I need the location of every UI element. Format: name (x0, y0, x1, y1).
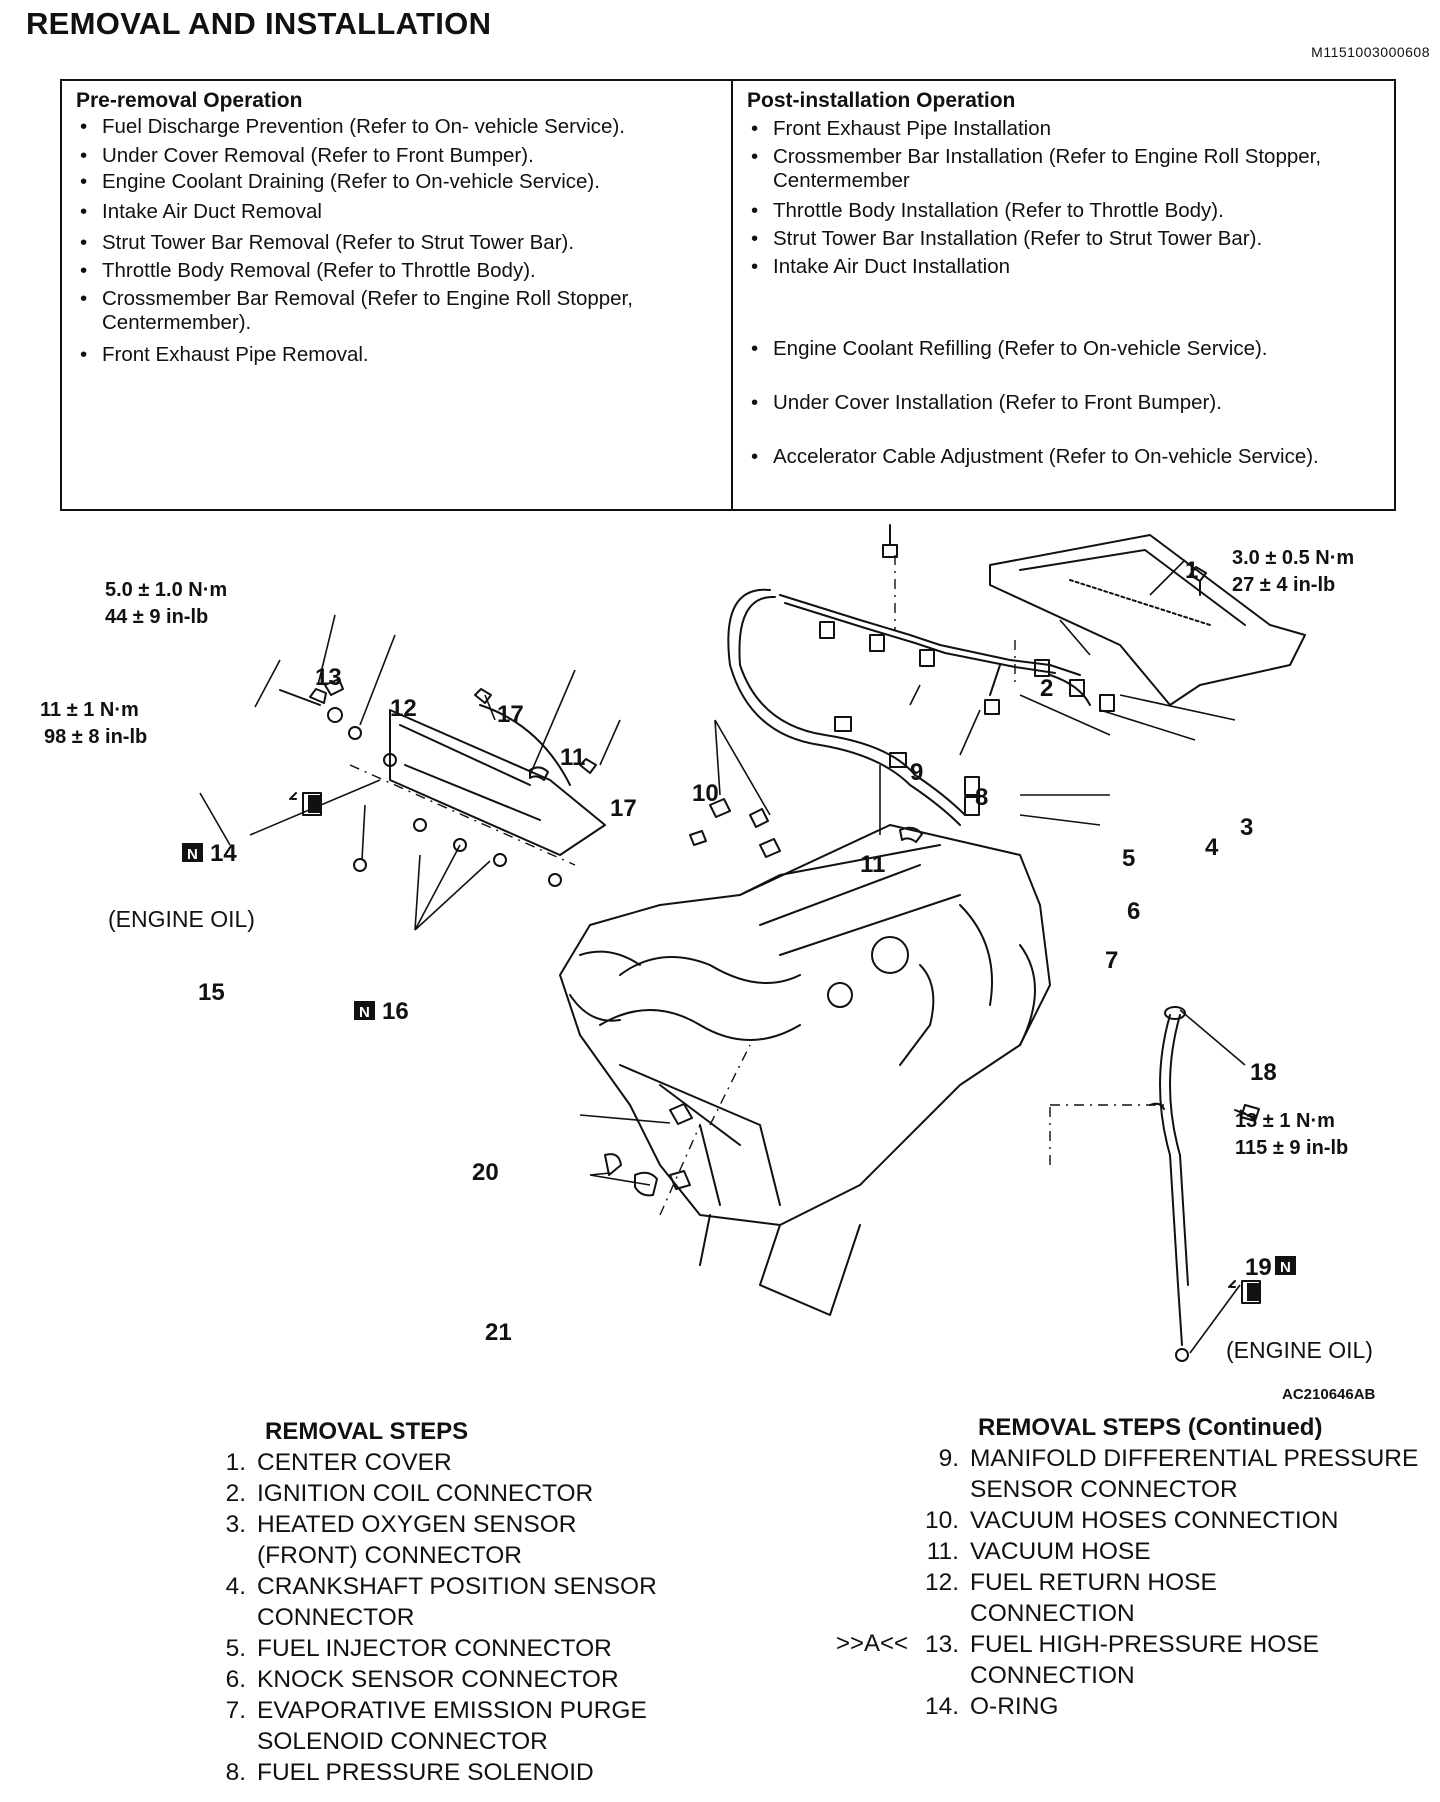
torque-spec-2-inlb: 98 ± 8 in-lb (44, 726, 147, 748)
removal-step: 8.FUEL PRESSURE SOLENOID (225, 1759, 594, 1786)
torque-spec-1-inlb: 44 ± 9 in-lb (105, 606, 208, 628)
post-installation-item: Intake Air Duct Installation (747, 255, 1384, 279)
torque-spec-2-nm: 11 ± 1 N·m (40, 699, 139, 721)
callout-17a: 17 (497, 701, 524, 728)
new-part-markers: N N N (182, 843, 1296, 1276)
removal-step: 14.O-RING (924, 1693, 1059, 1720)
callout-9: 9 (910, 759, 923, 786)
callout-14: 14 (210, 840, 237, 867)
callout-19: 19 (1245, 1254, 1272, 1281)
engine-oil-label-right: (ENGINE OIL) (1226, 1337, 1373, 1363)
post-installation-item: Accelerator Cable Adjustment (Refer to O… (747, 445, 1384, 469)
callout-8: 8 (975, 784, 988, 811)
pre-removal-heading: Pre-removal Operation (76, 89, 303, 112)
callout-labels: 1 2 3 4 5 6 7 8 9 10 11 11 12 13 14 15 1… (198, 557, 1277, 1346)
page-title: REMOVAL AND INSTALLATION (26, 6, 492, 41)
pre-removal-item: Crossmember Bar Removal (Refer to Engine… (76, 287, 721, 334)
removal-steps-heading: REMOVAL STEPS (265, 1418, 469, 1445)
removal-step: 6.KNOCK SENSOR CONNECTOR (225, 1666, 619, 1693)
torque-spec-4-inlb: 115 ± 9 in-lb (1235, 1137, 1348, 1159)
procedure-marker: >>A<< (836, 1630, 909, 1657)
pre-removal-item: Engine Coolant Draining (Refer to On-veh… (76, 170, 721, 194)
removal-step: 11.VACUUM HOSE (926, 1538, 1151, 1565)
removal-step: 12.FUEL RETURN HOSE CONNECTION (924, 1569, 1217, 1627)
removal-step: 13.FUEL HIGH-PRESSURE HOSE CONNECTION (924, 1631, 1319, 1689)
callout-10: 10 (692, 780, 719, 807)
engine-assembly (559, 824, 1051, 1316)
new-part-marker-14 (182, 843, 203, 862)
removal-steps-continued-heading: REMOVAL STEPS (Continued) (978, 1414, 1323, 1441)
torque-spec-4-nm: 13 ± 1 N·m (1235, 1110, 1335, 1132)
removal-step: 9.MANIFOLD DIFFERENTIAL PRESSURE SENSOR … (938, 1445, 1419, 1503)
callout-5: 5 (1122, 845, 1135, 872)
callout-6: 6 (1127, 898, 1140, 925)
callout-1: 1 (1185, 557, 1198, 584)
post-installation-heading: Post-installation Operation (747, 89, 1016, 112)
callout-15: 15 (198, 979, 225, 1006)
callout-11a: 11 (560, 744, 585, 771)
oil-dipstick (1149, 1006, 1260, 1362)
callout-16: 16 (382, 998, 409, 1025)
torque-spec-3-nm: 3.0 ± 0.5 N·m (1232, 547, 1354, 569)
removal-step: 3.HEATED OXYGEN SENSOR (FRONT) CONNECTOR (225, 1511, 577, 1569)
svg-text:N: N (359, 1004, 370, 1021)
callout-18: 18 (1250, 1059, 1277, 1086)
post-installation-item: Strut Tower Bar Installation (Refer to S… (747, 227, 1384, 251)
callout-2: 2 (1040, 675, 1053, 702)
torque-spec-1-nm: 5.0 ± 1.0 N·m (105, 579, 227, 601)
figure-code: AC210646AB (1282, 1386, 1376, 1403)
new-part-marker-16 (354, 1001, 375, 1020)
callout-4: 4 (1205, 834, 1219, 861)
post-installation-item: Throttle Body Installation (Refer to Thr… (747, 199, 1384, 223)
removal-steps-left: REMOVAL STEPS 1.CENTER COVER 2.IGNITION … (210, 1416, 730, 1788)
callout-17b: 17 (610, 795, 637, 822)
post-installation-item: Under Cover Installation (Refer to Front… (747, 391, 1384, 415)
fuel-rail-assembly (279, 678, 606, 887)
wire-harness (727, 588, 1115, 826)
torque-spec-3-inlb: 27 ± 4 in-lb (1232, 574, 1335, 596)
svg-text:N: N (187, 846, 198, 863)
exploded-parts-diagram: 1 2 3 4 5 6 7 8 9 10 11 11 12 13 14 15 1… (40, 524, 1376, 1403)
pre-removal-column: Pre-removal Operation Fuel Discharge Pre… (62, 81, 733, 509)
pre-removal-item: Front Exhaust Pipe Removal. (76, 343, 721, 367)
callout-3: 3 (1240, 814, 1253, 841)
center-cover (989, 534, 1306, 706)
removal-step: 2.IGNITION COIL CONNECTOR (225, 1480, 594, 1507)
pre-removal-item: Throttle Body Removal (Refer to Throttle… (76, 259, 721, 283)
post-installation-item: Crossmember Bar Installation (Refer to E… (747, 145, 1384, 192)
removal-step: 7.EVAPORATIVE EMISSION PURGE SOLENOID CO… (225, 1697, 647, 1755)
callout-7: 7 (1105, 947, 1118, 974)
callout-12: 12 (390, 695, 417, 722)
pre-removal-item: Strut Tower Bar Removal (Refer to Strut … (76, 231, 721, 255)
callout-21: 21 (485, 1319, 512, 1346)
torque-specs: 5.0 ± 1.0 N·m 44 ± 9 in-lb 11 ± 1 N·m 98… (40, 547, 1354, 1159)
callout-13: 13 (315, 664, 342, 691)
callout-20: 20 (472, 1159, 499, 1186)
callout-11b: 11 (860, 851, 885, 878)
removal-step: 5.FUEL INJECTOR CONNECTOR (225, 1635, 612, 1662)
post-installation-item: Front Exhaust Pipe Installation (747, 117, 1384, 141)
pre-removal-item: Fuel Discharge Prevention (Refer to On- … (76, 115, 721, 139)
document-id: M1151003000608 (1311, 44, 1430, 60)
svg-text:N: N (1280, 1259, 1291, 1276)
removal-step: 4.CRANKSHAFT POSITION SENSOR CONNECTOR (225, 1573, 657, 1631)
removal-step: 10.VACUUM HOSES CONNECTION (924, 1507, 1339, 1534)
pre-removal-item: Intake Air Duct Removal (76, 200, 721, 224)
post-installation-column: Post-installation Operation Front Exhaus… (733, 81, 1394, 509)
post-installation-item: Engine Coolant Refilling (Refer to On-ve… (747, 337, 1384, 361)
removal-steps-right: REMOVAL STEPS (Continued) 9.MANIFOLD DIF… (923, 1412, 1428, 1722)
pre-removal-item: Under Cover Removal (Refer to Front Bump… (76, 144, 721, 168)
operations-table: Pre-removal Operation Fuel Discharge Pre… (60, 79, 1396, 511)
removal-step: 1.CENTER COVER (225, 1449, 452, 1476)
engine-oil-label-left: (ENGINE OIL) (108, 906, 255, 932)
